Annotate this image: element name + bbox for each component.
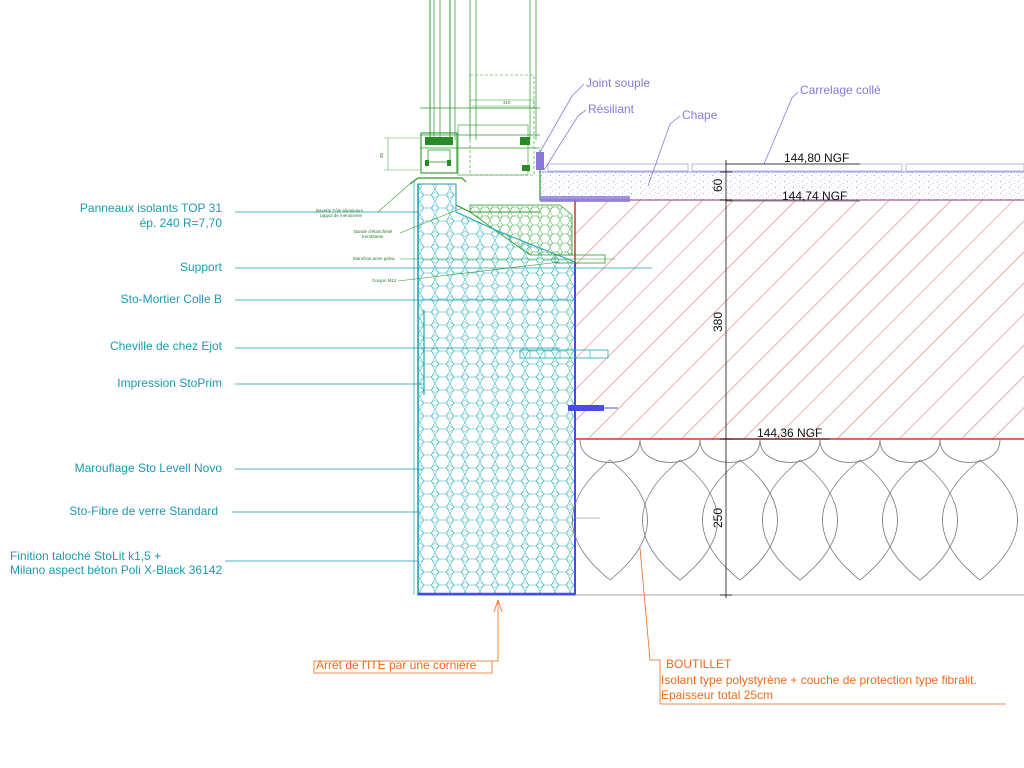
dim-slab: 380 [711, 312, 725, 332]
frame-dim-2: 310 [503, 100, 511, 105]
screed-and-tiles [536, 152, 1024, 202]
label-finition-2: Milano aspect béton Poli X-Black 36142 [10, 563, 222, 577]
etics-insulation [413, 180, 576, 596]
level-top: 144,80 NGF [784, 151, 849, 165]
window-frame: 30 310 [379, 0, 576, 260]
label-panneaux-1: Panneaux isolants TOP 31 [80, 201, 222, 215]
label-bande-1: Bande d'étanchéité [354, 229, 393, 234]
label-chape: Chape [682, 108, 718, 122]
frame-dim-1: 30 [379, 152, 384, 158]
vertical-dimensions [720, 160, 860, 598]
dim-insulation: 250 [711, 508, 725, 528]
label-support: Support [180, 260, 223, 274]
label-panneaux-2: ép. 240 R=7,70 [140, 216, 223, 230]
boutillet-title: BOUTILLET [666, 657, 732, 671]
label-bande-2: tremblante [362, 234, 384, 239]
label-resiliant: Résiliant [588, 102, 635, 116]
label-cheville: Cheville de chez Ejot [110, 339, 223, 353]
label-joint: Joint souple [586, 76, 650, 90]
level-slab-bottom: 144,36 NGF [757, 426, 822, 440]
label-bavette-1: Bavette Tôle aluminium [316, 208, 363, 213]
concrete-slab [574, 199, 1024, 440]
boutillet-line2: Epaisseur total 25cm [661, 688, 773, 702]
level-slab-top: 144,74 NGF [782, 189, 847, 203]
dim-screed: 60 [711, 178, 725, 192]
label-mortier: Sto-Mortier Colle B [121, 292, 222, 306]
label-goujon: Goujon M12 [372, 278, 397, 283]
label-arret: Arrêt de l'ITE par une cornière [316, 658, 477, 672]
arret-callout [313, 599, 503, 674]
boutillet-insulation [572, 439, 1024, 596]
label-finition-1: Finition taloché StoLit k1,5 + [10, 549, 161, 563]
label-marouflage: Marouflage Sto Levell Novo [75, 461, 223, 475]
label-impression: Impression StoPrim [117, 376, 222, 390]
boutillet-callout [639, 547, 1006, 705]
label-manchon: Manchon acier galva [353, 256, 395, 261]
label-bavette-2: (appui de menuiserie [320, 213, 363, 218]
label-carrelage: Carrelage collé [800, 83, 881, 97]
label-fibre: Sto-Fibre de verre Standard [69, 504, 218, 518]
boutillet-line1: Isolant type polystyrène + couche de pro… [661, 673, 977, 687]
